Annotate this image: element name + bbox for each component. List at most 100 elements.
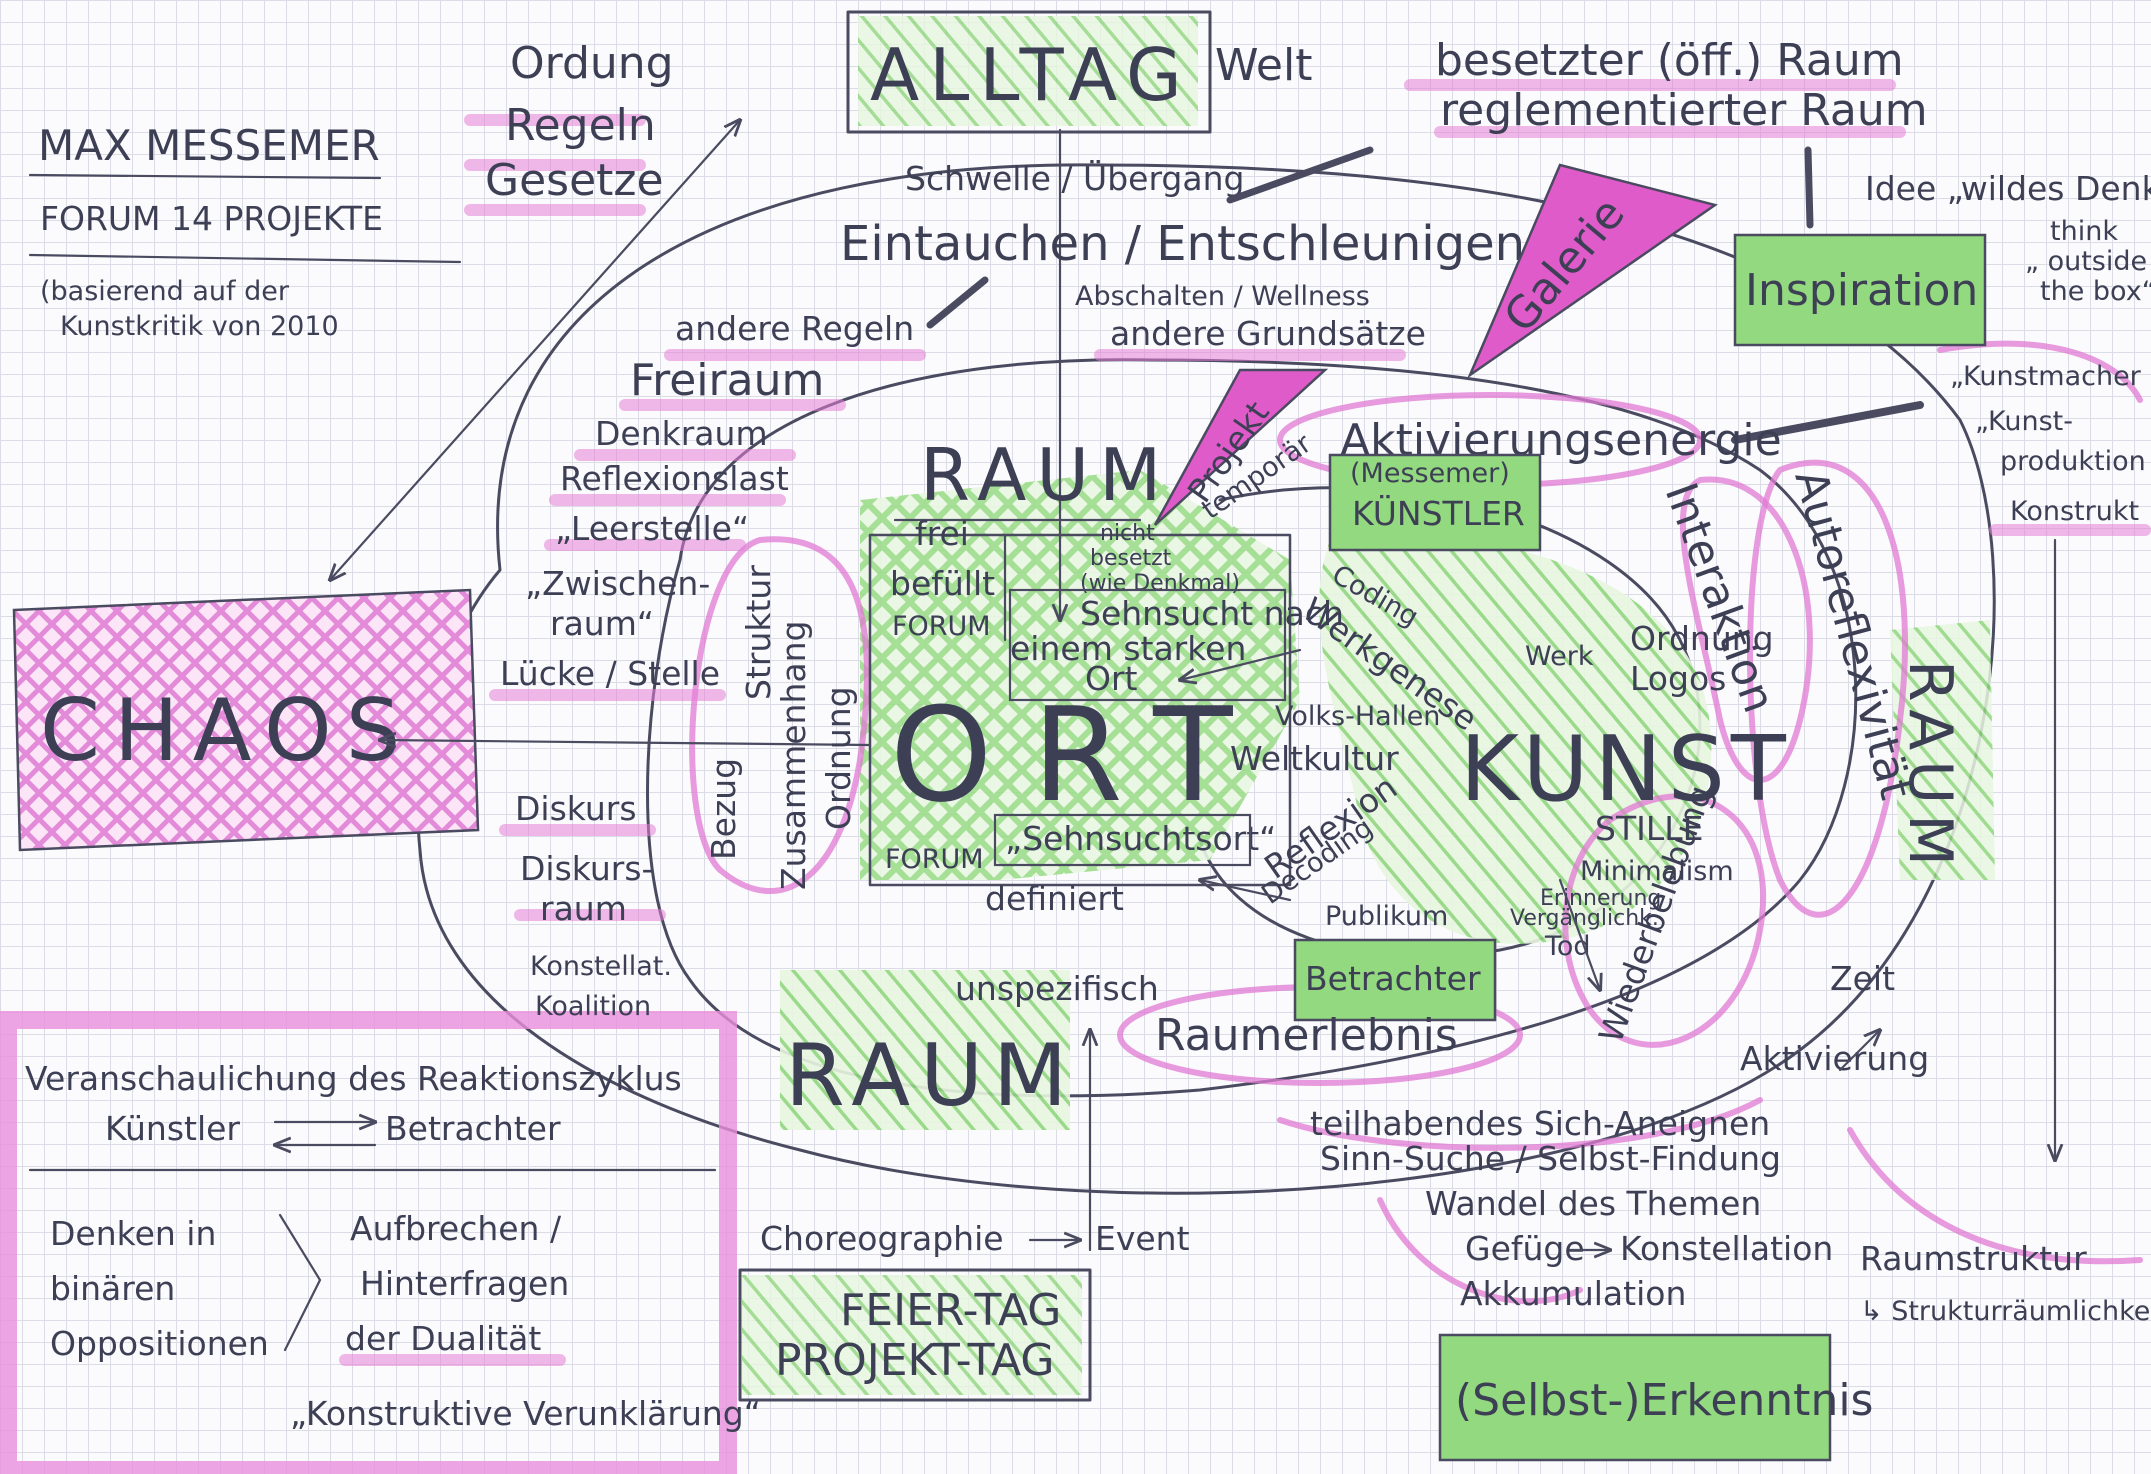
erinnerung-label: Erinnerung [1540,886,1661,911]
vergaenglich-label: Vergänglichk. [1510,906,1659,931]
weltkultur-label: Weltkultur [1230,739,1399,778]
lower-right-arc [1377,1127,2143,1305]
frei-label: frei [915,514,969,553]
kunst-arrows-4 [1838,1030,1880,1072]
abschalten-label: Abschalten / Wellness [1075,281,1370,312]
kunstmacher-pointer [1731,401,1924,444]
author-underline-2 [28,253,462,264]
inspiration-pointer [1804,146,1814,229]
author-underline [28,173,382,180]
legend-aufbrechen-3: der Dualität [345,1319,541,1358]
legend-denken-2: binären [50,1269,175,1308]
author-note-2: Kunstkritik von 2010 [60,311,339,342]
sehnsucht-3: Ort [1085,659,1138,698]
zwischenraum-1: „Zwischen- [525,564,710,603]
raumstruktur-label: Raumstruktur [1860,1239,2087,1278]
author-subtitle: FORUM 14 PROJEKTE [40,199,383,238]
befuellt-label: befüllt [890,564,995,603]
betrachter-label: Betrachter [1305,959,1481,998]
kuenstler-1: (Messemer) [1350,458,1510,489]
legend-box [0,1011,737,1474]
bezug-label: Bezug [704,758,743,860]
raum-top-label: RAUM [920,433,1171,517]
struktur-label: Struktur [739,565,778,700]
legend-aufbrechen-1: Aufbrechen / [350,1209,562,1248]
ort-green-area [860,470,1300,880]
kunstmacher-1: „Kunstmacher [1950,361,2142,392]
ort-to-chaos-arrow [380,740,872,745]
eintauchen-label: Eintauchen / Entschleunigen [840,216,1525,272]
event-label: Event [1095,1219,1190,1258]
diskurs-3: raum [540,889,627,928]
kunstmacher-4: Konstrukt [2010,496,2139,527]
teilhabendes-label: teilhabendes Sich-Aneignen [1310,1104,1770,1143]
ort-label: ORT [890,679,1273,831]
besetzt-label: besetzt [1090,546,1172,571]
alltag-box [846,10,1212,134]
author-name: MAX MESSEMER [38,121,380,170]
tod-label: Tod [1544,931,1591,962]
autoreflex-oval [1747,459,1908,918]
selbsterkenntnis-box [1438,1333,1832,1462]
unspezifisch-label: unspezifisch [955,969,1159,1008]
raum-right-label: RAUM [1895,660,1965,876]
betrachter-box [1293,938,1497,1022]
kunst-label: KUNST [1460,717,1792,822]
ordnung-kunst-label: Ordnung [1630,619,1774,658]
raumerlebnis-label: Raumerlebnis [1155,1010,1458,1061]
think-1: think [2050,216,2118,247]
inspiration-label: Inspiration [1745,265,1978,316]
forum-label-1: FORUM [892,611,991,642]
zusammenhang-label: Zusammenhang [774,621,813,890]
feiertag-label: FEIER-TAG [840,1285,1061,1336]
alltag-label: ALLTAG [870,33,1192,117]
alltag-green-area [858,16,1198,126]
besetzter-raum-label: besetzter (öff.) Raum [1435,35,1904,86]
publikum-label: Publikum [1325,901,1448,932]
ordnung-inner-label: Ordnung [819,686,858,830]
andere-regeln-pointer [926,276,989,329]
andere-regeln-label: andere Regeln [675,309,914,348]
kunst-green-area [1319,535,1712,944]
legend-aufbrechen-2: Hinterfragen [360,1264,569,1303]
legend-bracket-left [278,1213,322,1352]
projekttag-label: PROJEKT-TAG [775,1335,1055,1386]
leerstelle-label: „Leerstelle“ [555,509,749,548]
gefuege-label: Gefüge [1465,1229,1585,1268]
diskurs-2: Diskurs- [520,849,653,888]
legend-kuenstler: Künstler [105,1109,240,1148]
zwischenraum-2: raum“ [550,604,654,643]
think-3: the box“ [2040,276,2151,307]
definiert-label: definiert [985,879,1124,918]
sehnsuchtsort-box [993,813,1252,867]
legend-betrachter: Betrachter [385,1109,561,1148]
wiederbelebung-oval [1562,793,1767,1048]
diskurs-1: Diskurs [515,789,637,828]
konstellation-label: Konstellation [1620,1229,1833,1268]
author-note-1: (basierend auf der [40,276,290,307]
chaos-box [12,588,480,852]
minimalism-label: Minimalism [1580,856,1734,887]
kuenstler-2: KÜNSTLER [1352,493,1525,533]
strukturraum-label: ↳ Strukturräumlichkeit [1860,1296,2151,1327]
wie-denkmal-label: (wie Denkmal) [1080,571,1240,596]
kunst-arrows-2 [1200,880,1292,902]
sinn-suche-label: Sinn-Suche / Selbst-Findung [1320,1139,1781,1178]
projekt-triangle [1153,368,1329,526]
legend-title: Veranschaulichung des Reaktionszyklus [25,1059,682,1098]
choreographie-label: Choreographie [760,1219,1004,1258]
bezug-oval [689,536,870,895]
sehnsucht-2: einem starken [1010,629,1246,668]
welt-label: Welt [1215,40,1312,91]
reglementierter-raum-label: reglementierter Raum [1440,85,1928,136]
andere-grundsaetze-label: andere Grundsätze [1110,314,1426,353]
aktivierung-label: Aktivierung [1740,1039,1929,1078]
luecke-label: Lücke / Stelle [500,654,720,693]
diskurs-5: Koalition [535,991,651,1022]
think-2: „ outside [2025,246,2147,277]
schwelle-pointer [1226,146,1374,204]
interaktion-oval [1679,476,1813,783]
galerie-triangle [1467,163,1718,379]
stille-label: STILLE [1595,809,1703,848]
